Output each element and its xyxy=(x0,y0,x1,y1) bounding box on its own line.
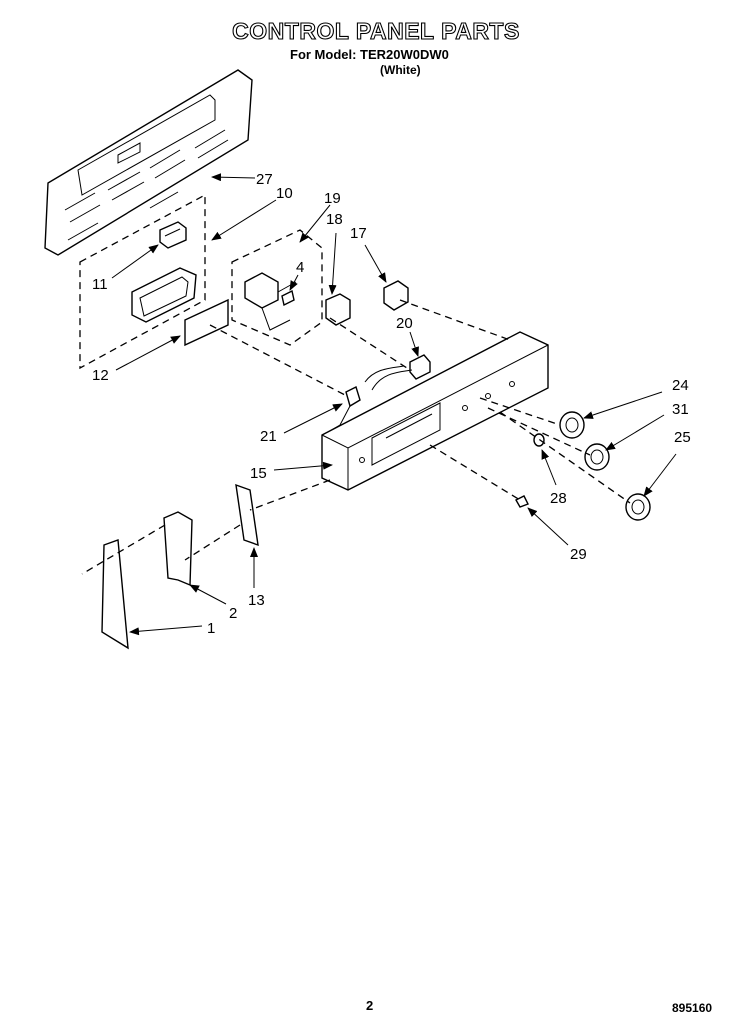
callout-24: 24 xyxy=(672,377,689,394)
part-29 xyxy=(515,495,529,508)
callout-27: 27 xyxy=(256,171,273,188)
switch-box-19 xyxy=(231,229,323,346)
part-18 xyxy=(325,293,351,326)
knob-25 xyxy=(625,493,651,521)
lens-part xyxy=(131,267,197,323)
switch-part xyxy=(244,272,297,331)
callout-28: 28 xyxy=(550,490,567,507)
assembly-lines xyxy=(81,299,631,575)
callout-17: 17 xyxy=(350,225,367,242)
callout-15: 15 xyxy=(250,465,267,482)
callout-31: 31 xyxy=(672,401,689,418)
callout-19: 19 xyxy=(324,190,341,207)
callout-1: 1 xyxy=(207,620,215,637)
callout-21: 21 xyxy=(260,428,277,445)
callout-29: 29 xyxy=(570,546,587,563)
part-17 xyxy=(383,280,409,311)
callout-20: 20 xyxy=(396,315,413,332)
page-number: 2 xyxy=(366,998,374,1013)
clip-part xyxy=(159,221,187,249)
plate-part xyxy=(184,298,229,347)
model-subtitle: For Model: TER20W0DW0 xyxy=(290,47,449,62)
callout-4: 4 xyxy=(296,259,304,276)
end-trim-part xyxy=(101,539,129,650)
control-panel xyxy=(321,331,549,491)
leader-lines xyxy=(111,173,677,636)
color-note: (White) xyxy=(380,63,421,77)
knob-31 xyxy=(584,443,610,471)
callout-11: 11 xyxy=(92,276,108,293)
document-number: 895160 xyxy=(672,1001,713,1015)
callout-25: 25 xyxy=(674,429,691,446)
console-back-panel xyxy=(44,69,253,256)
callout-2: 2 xyxy=(229,605,237,622)
callout-13: 13 xyxy=(248,592,265,609)
knob-24 xyxy=(559,411,585,439)
element-box-10 xyxy=(79,193,206,370)
diagram-title: CONTROL PANEL PARTS xyxy=(232,17,520,44)
bracket-part xyxy=(235,483,259,547)
callout-18: 18 xyxy=(326,211,343,228)
part-20 xyxy=(409,354,431,380)
end-cap-part xyxy=(163,511,193,587)
callout-12: 12 xyxy=(92,367,109,384)
callout-10: 10 xyxy=(276,185,293,202)
